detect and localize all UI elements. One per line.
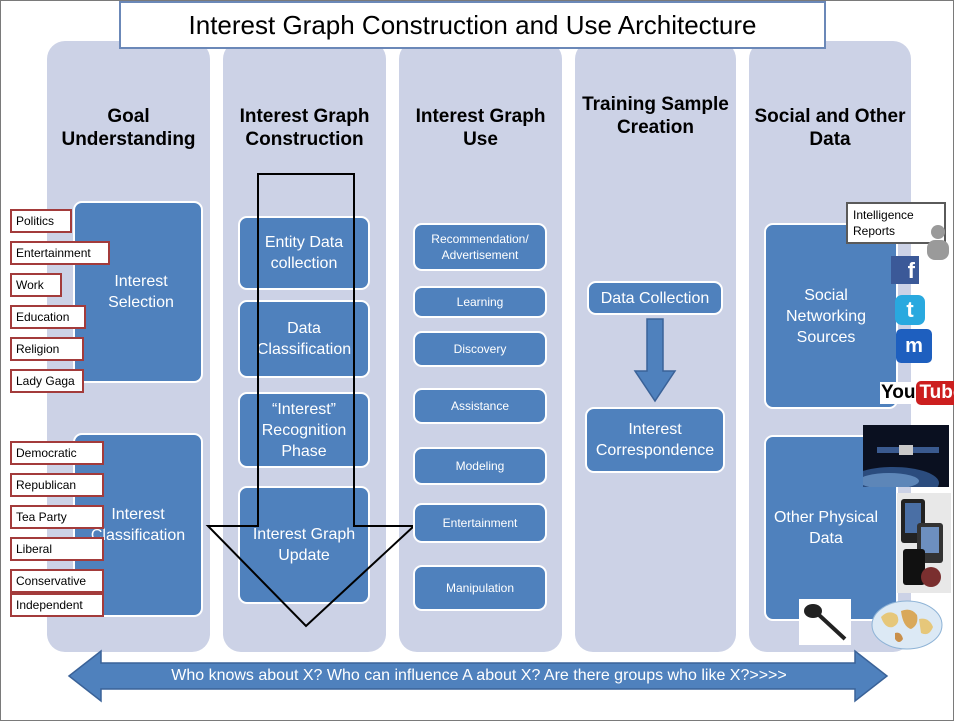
tag-conservative: Conservative [10, 569, 104, 593]
data-collection-label: Data Collection [600, 289, 710, 307]
manipulation-label: Manipulation [445, 581, 515, 595]
intelligence-reports-label: Intelligence Reports [853, 208, 914, 238]
social-networking-sources-box: Social Networking Sources [764, 223, 898, 409]
learning-label: Learning [456, 295, 504, 309]
facebook-glyph: f [907, 258, 915, 283]
training-down-arrow [633, 318, 677, 403]
tag-liberal: Liberal [10, 537, 104, 561]
youtube-tube-text: Tube [916, 381, 954, 405]
column-heading-construction: Interest Graph Construction [239, 106, 370, 150]
interest-classification-label: Interest Classification [90, 506, 186, 544]
tag-republican: Republican [10, 473, 104, 497]
construction-flow-arrow [205, 173, 417, 628]
interest-correspondence-box: Interest Correspondence [585, 407, 725, 473]
column-heading-social: Social and Other Data [754, 106, 906, 150]
tag-religion: Religion [10, 337, 84, 361]
tag-tea-party: Tea Party [10, 505, 104, 529]
recommendation-advertisement-label: Recommendation/ Advertisement [431, 232, 529, 262]
tag-work: Work [10, 273, 62, 297]
column-heading-training: Training Sample Creation [582, 94, 729, 138]
data-collection-box: Data Collection [587, 281, 723, 315]
bottom-double-arrow [67, 649, 889, 703]
twitter-glyph: t [906, 297, 914, 322]
interest-correspondence-label: Interest Correspondence [595, 421, 715, 459]
social-networking-sources-label: Social Networking Sources [785, 286, 867, 346]
interest-selection-label: Interest Selection [108, 273, 174, 311]
person-icon [927, 225, 949, 260]
data-classification-label: Data Classification [256, 320, 352, 358]
column-heading-use: Interest Graph Use [415, 106, 546, 150]
tag-democratic: Democratic [10, 441, 104, 465]
manipulation-box: Manipulation [413, 565, 547, 611]
modeling-box: Modeling [413, 447, 547, 485]
recommendation-advertisement-box: Recommendation/ Advertisement [413, 223, 547, 271]
microphone-image [799, 599, 851, 645]
interest-recognition-phase-label: “Interest” Recognition Phase [261, 400, 347, 460]
intelligence-reports-callout: Intelligence Reports [846, 202, 946, 244]
tag-entertainment: Entertainment [10, 241, 110, 265]
interest-graph-update-label: Interest Graph Update [252, 526, 356, 564]
discovery-label: Discovery [453, 342, 507, 356]
other-physical-data-label: Other Physical Data [773, 509, 879, 547]
slide-title: Interest Graph Construction and Use Arch… [119, 1, 826, 49]
youtube-icon: You Tube [880, 377, 954, 409]
interest-recognition-phase-box: “Interest” Recognition Phase [238, 392, 370, 468]
discovery-box: Discovery [413, 331, 547, 367]
devices-image [897, 493, 951, 593]
modeling-label: Modeling [455, 459, 505, 473]
tag-lady-gaga: Lady Gaga [10, 369, 84, 393]
satellite-image [863, 425, 949, 487]
entertainment-label: Entertainment [442, 516, 518, 530]
column-heading-goal: Goal Understanding [61, 106, 196, 150]
interest-selection-box: Interest Selection [73, 201, 203, 383]
assistance-box: Assistance [413, 388, 547, 424]
tag-independent: Independent [10, 593, 104, 617]
bottom-arrow-text: Who knows about X? Who can influence A a… [171, 667, 787, 684]
myspace-icon: m [896, 329, 932, 363]
facebook-icon: f [891, 256, 919, 284]
interest-graph-update-box: Interest Graph Update [238, 486, 370, 604]
entity-data-collection-box: Entity Data collection [238, 216, 370, 290]
learning-box: Learning [413, 286, 547, 318]
data-classification-box: Data Classification [238, 300, 370, 378]
entertainment-box: Entertainment [413, 503, 547, 543]
twitter-icon: t [895, 295, 925, 325]
entity-data-collection-label: Entity Data collection [264, 234, 344, 272]
world-map-image [871, 600, 943, 650]
youtube-text: You [880, 382, 917, 404]
myspace-glyph: m [905, 334, 923, 357]
tag-politics: Politics [10, 209, 72, 233]
assistance-label: Assistance [450, 399, 510, 413]
tag-education: Education [10, 305, 86, 329]
